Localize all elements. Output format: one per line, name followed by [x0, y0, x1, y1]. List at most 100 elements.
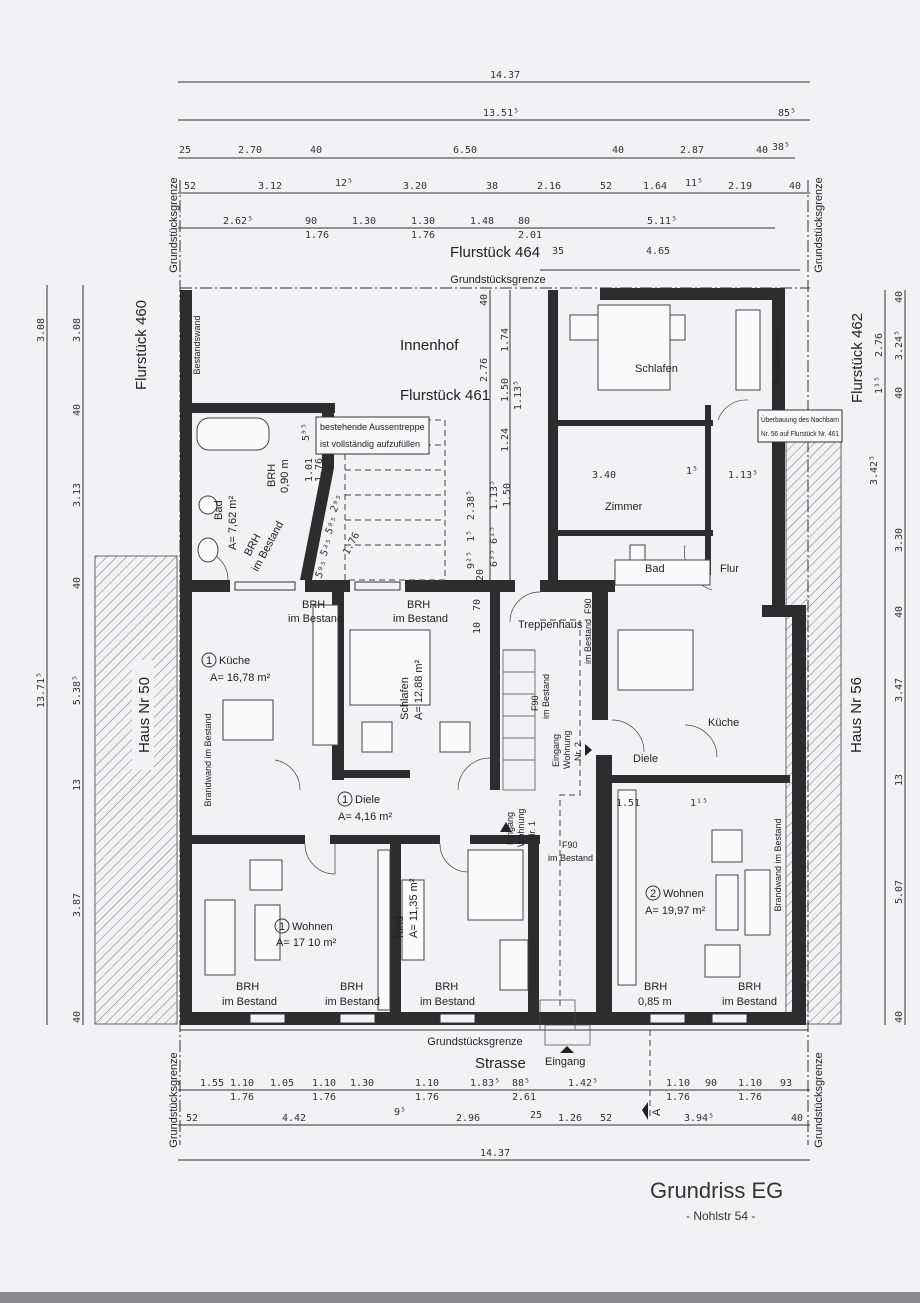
svg-text:40: 40: [72, 1011, 83, 1023]
svg-text:40: 40: [789, 181, 801, 192]
svg-text:40: 40: [791, 1113, 803, 1124]
svg-text:1¹⁵: 1¹⁵: [690, 798, 708, 809]
boundary-label-bottom: Grundstücksgrenze: [427, 1036, 522, 1048]
svg-text:BRH: BRH: [644, 981, 667, 993]
existing-wall-label-left: Bestandswand: [192, 315, 202, 374]
svg-text:1.83⁵: 1.83⁵: [470, 1078, 500, 1089]
room-bad-1: Bad A= 7,62 m²: [213, 496, 239, 550]
svg-text:1.13⁵: 1.13⁵: [728, 470, 758, 481]
courtyard-label: Innenhof: [400, 337, 459, 354]
svg-text:1.24: 1.24: [500, 428, 511, 452]
svg-text:Nr. 2: Nr. 2: [573, 742, 583, 761]
svg-text:40: 40: [894, 606, 905, 618]
svg-text:1.30: 1.30: [350, 1078, 374, 1089]
svg-text:F90: F90: [562, 840, 578, 850]
section-marker-label: A: [651, 1108, 663, 1116]
svg-text:93: 93: [780, 1078, 792, 1089]
svg-text:14.37: 14.37: [490, 70, 520, 81]
svg-text:A= 11,35 m²: A= 11,35 m²: [408, 878, 420, 938]
firewall-label-right: Brandwand im Bestand: [773, 818, 783, 911]
svg-text:1.26: 1.26: [558, 1113, 582, 1124]
boundary-label-bottom-left: Grundstücksgrenze: [168, 1052, 180, 1147]
existing-wall-label-right: Bestandswand: [772, 325, 782, 384]
svg-text:1.50: 1.50: [502, 483, 513, 507]
svg-text:Küche: Küche: [219, 655, 250, 667]
svg-text:6¹⁵: 6¹⁵: [489, 526, 500, 544]
svg-text:80: 80: [518, 216, 530, 227]
svg-text:BRH: BRH: [407, 599, 430, 611]
svg-text:3.20: 3.20: [403, 181, 427, 192]
svg-text:Bad: Bad: [213, 500, 225, 520]
entrance-arrow-1-icon: [500, 822, 512, 832]
svg-text:40: 40: [894, 291, 905, 303]
dimensions-left: 3.08 13.71⁵ 3.08 40 3.13 40 5.38⁵ 13 3.8…: [36, 318, 83, 1023]
svg-text:im Bestand: im Bestand: [288, 613, 343, 625]
svg-text:F90: F90: [583, 598, 593, 614]
svg-text:im Bestand: im Bestand: [548, 853, 593, 863]
house-left-label: Haus Nr 50: [136, 677, 153, 753]
svg-text:40: 40: [894, 1011, 905, 1023]
svg-text:2.61: 2.61: [512, 1092, 536, 1103]
entrance-label: Eingang: [545, 1056, 585, 1068]
svg-text:2.01: 2.01: [518, 230, 542, 241]
room-kueche-1: 1 Küche A= 16,78 m²: [201, 652, 271, 684]
svg-text:A= 16,78 m²: A= 16,78 m²: [210, 672, 271, 684]
svg-text:40: 40: [479, 294, 490, 306]
entrance-apartment-1: Eingang Wohnung Nr. 1: [505, 809, 537, 847]
entrance-apartment-2: Eingang Wohnung Nr. 2: [551, 731, 583, 769]
room-kind-1: Kind A= 11,35 m²: [394, 878, 420, 938]
svg-text:3.40: 3.40: [592, 470, 616, 481]
svg-text:1.10: 1.10: [738, 1078, 762, 1089]
svg-text:BRH: BRH: [435, 981, 458, 993]
svg-text:1.64: 1.64: [643, 181, 667, 192]
svg-text:1.76: 1.76: [305, 230, 329, 241]
svg-text:25: 25: [179, 145, 191, 156]
svg-text:im Bestand: im Bestand: [222, 996, 277, 1008]
svg-text:88⁵: 88⁵: [512, 1078, 530, 1089]
svg-text:Überbauung des Nachbarn: Überbauung des Nachbarn: [761, 415, 839, 424]
svg-text:bestehende Aussentreppe: bestehende Aussentreppe: [320, 422, 425, 432]
svg-text:BRH: BRH: [738, 981, 761, 993]
svg-text:4.42: 4.42: [282, 1113, 306, 1124]
svg-text:1.10: 1.10: [415, 1078, 439, 1089]
entrance-arrow-2-icon: [585, 744, 592, 756]
svg-text:Wohnung: Wohnung: [516, 809, 526, 847]
svg-text:52: 52: [600, 181, 612, 192]
svg-text:52: 52: [184, 181, 196, 192]
svg-text:im Bestand: im Bestand: [541, 674, 551, 719]
svg-text:A= 7,62 m²: A= 7,62 m²: [227, 496, 239, 550]
svg-text:40: 40: [72, 404, 83, 416]
svg-text:2.76: 2.76: [479, 358, 490, 382]
svg-text:11⁵: 11⁵: [685, 178, 703, 189]
svg-text:1.13⁵: 1.13⁵: [513, 380, 524, 410]
svg-text:F90: F90: [530, 695, 540, 711]
room-wohnen-1: 1 Wohnen A= 17 10 m²: [274, 918, 337, 949]
svg-text:1.76: 1.76: [230, 1092, 254, 1103]
parcel-right-label: Flurstück 462: [849, 313, 866, 403]
svg-text:1¹⁵: 1¹⁵: [874, 376, 885, 394]
svg-text:1.76: 1.76: [666, 1092, 690, 1103]
firewall-label-left: Brandwand im Bestand: [203, 713, 213, 806]
svg-text:1.30: 1.30: [411, 216, 435, 227]
svg-text:1.55: 1.55: [200, 1078, 224, 1089]
svg-text:2: 2: [650, 888, 656, 900]
svg-text:Nr. 1: Nr. 1: [527, 821, 537, 840]
boundary-label-right: Grundstücksgrenze: [813, 177, 825, 272]
svg-text:im Bestand: im Bestand: [583, 619, 593, 664]
svg-text:10: 10: [472, 622, 483, 634]
svg-text:52: 52: [600, 1113, 612, 1124]
svg-text:1.76: 1.76: [314, 458, 325, 482]
svg-text:40: 40: [894, 387, 905, 399]
svg-text:6³⁵: 6³⁵: [489, 549, 500, 567]
room-diele-2: Diele: [633, 753, 658, 765]
svg-text:13.71⁵: 13.71⁵: [36, 672, 47, 708]
dimensions-rooms: 3.40 1⁵ 1.13⁵ 1.51 1¹⁵: [592, 466, 758, 809]
entrance-arrow-icon: [560, 1046, 574, 1053]
svg-text:BRH: BRH: [302, 599, 325, 611]
drawing-title: Grundriss EG: [650, 1178, 783, 1203]
dimensions-bottom: 1.55 1.10 1.76 1.05 1.10 1.76 1.30 1.10 …: [186, 1078, 803, 1159]
svg-text:Schlafen: Schlafen: [399, 677, 411, 720]
svg-text:1: 1: [206, 655, 212, 667]
svg-text:13: 13: [894, 774, 905, 786]
svg-text:A= 4,16 m²: A= 4,16 m²: [338, 811, 392, 823]
